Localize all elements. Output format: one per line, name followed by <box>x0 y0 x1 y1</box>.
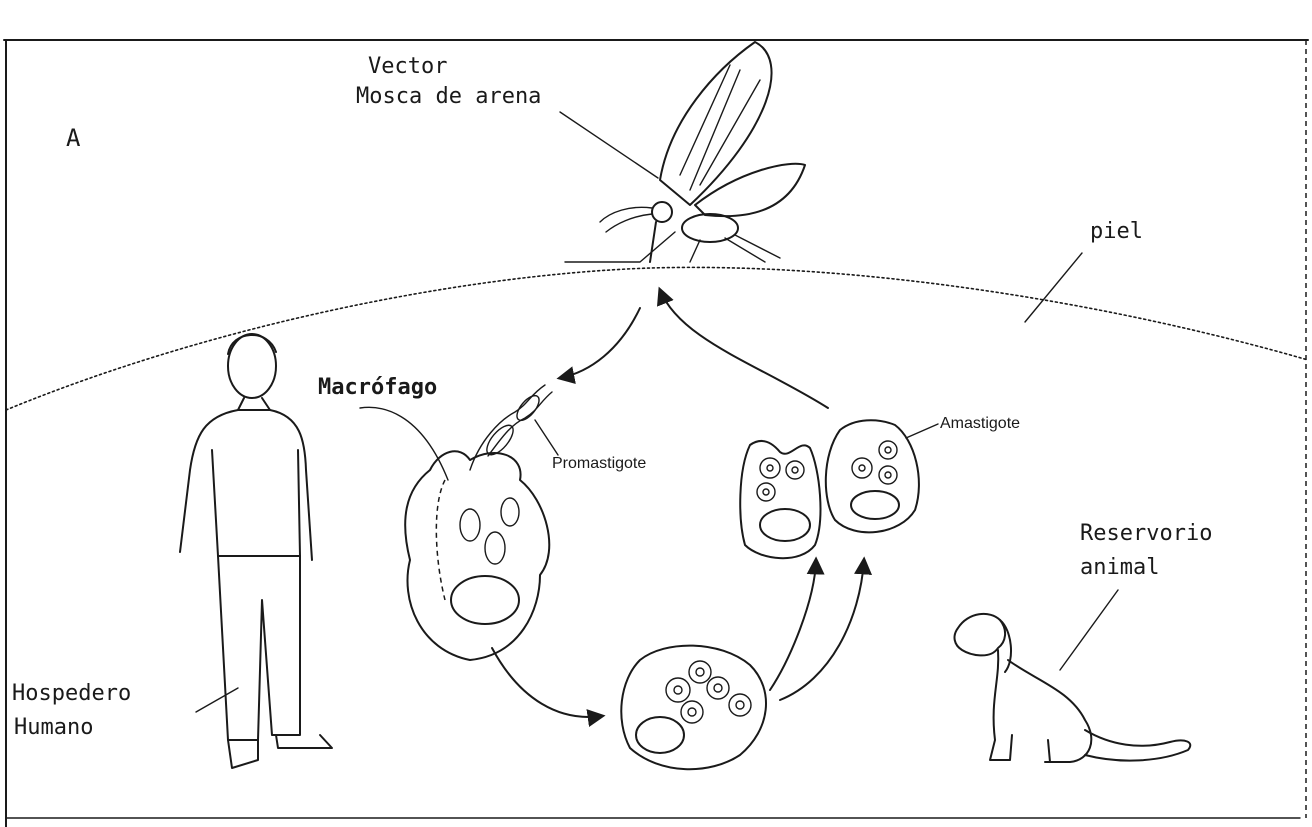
arrow-infected-to-amastigote-right <box>780 560 864 700</box>
host-leader-line <box>196 688 238 712</box>
reservoir-label: Reservorio <box>1080 521 1212 546</box>
arrow-amastigote-to-vector <box>660 290 828 408</box>
reservoir-leader-line <box>1060 590 1118 670</box>
human-figure-icon <box>180 334 332 768</box>
sandfly-icon <box>565 42 805 262</box>
dog-icon <box>955 614 1191 762</box>
vector-label-species: Mosca de arena <box>356 84 541 109</box>
arrow-macrophage-to-infected-cell <box>492 648 602 717</box>
reservoir-label-type: animal <box>1080 555 1159 580</box>
panel-letter: A <box>66 124 81 152</box>
arrow-vector-to-macrophage <box>560 308 640 378</box>
infected-cell-icon <box>621 646 766 770</box>
macrophage-leader-line <box>360 407 448 480</box>
arrow-infected-to-amastigote-left <box>770 560 816 690</box>
macrophage-cell-icon <box>405 451 549 660</box>
promastigote-label: Promastigote <box>552 455 646 472</box>
skin-label: piel <box>1090 219 1143 244</box>
amastigote-label: Amastigote <box>940 415 1020 432</box>
macrophage-label: Macrófago <box>318 375 437 400</box>
vector-leader-line <box>560 112 658 178</box>
skin-leader-line <box>1025 253 1082 322</box>
host-label-type: Humano <box>14 715 93 740</box>
promastigote-leader-line <box>535 420 558 455</box>
skin-surface-line <box>6 267 1308 410</box>
host-label: Hospedero <box>12 681 131 706</box>
amastigote-leader-line <box>906 424 938 438</box>
vector-label: Vector <box>368 54 447 79</box>
amastigote-cell-right-icon <box>826 420 919 532</box>
amastigote-cell-left-icon <box>740 441 820 558</box>
